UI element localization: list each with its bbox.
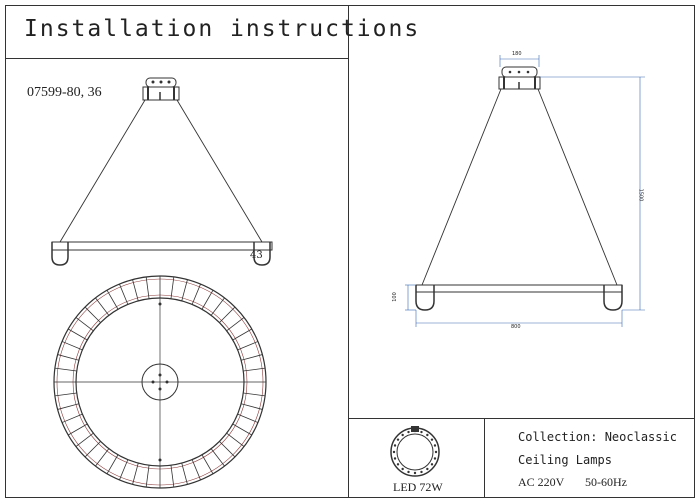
model-code: 07599-80, 36 (27, 85, 102, 100)
spec-box-divider (484, 418, 485, 498)
led-ring-icon (390, 426, 440, 477)
page-title: Installation instructions (24, 16, 421, 42)
dimension-drawing (405, 55, 645, 327)
spec-voltage: AC 220V (518, 475, 565, 489)
spec-collection: Collection: Neoclassic (518, 430, 677, 444)
dim-canopy-width: 180 (512, 51, 522, 57)
dim-ring-height: 100 (391, 292, 398, 302)
dim-total-height: 1500 (637, 188, 644, 202)
spec-frequency: 50-60Hz (585, 475, 627, 489)
spec-box (348, 418, 695, 498)
spec-category: Ceiling Lamps (518, 453, 612, 467)
led-power: LED 72W (393, 480, 443, 494)
top-view-drawing (53, 275, 267, 489)
divider-vertical (348, 5, 349, 498)
ring-label: 43 (250, 250, 263, 261)
side-view-drawing (51, 77, 273, 266)
dim-ring-diameter: 800 (511, 324, 521, 330)
